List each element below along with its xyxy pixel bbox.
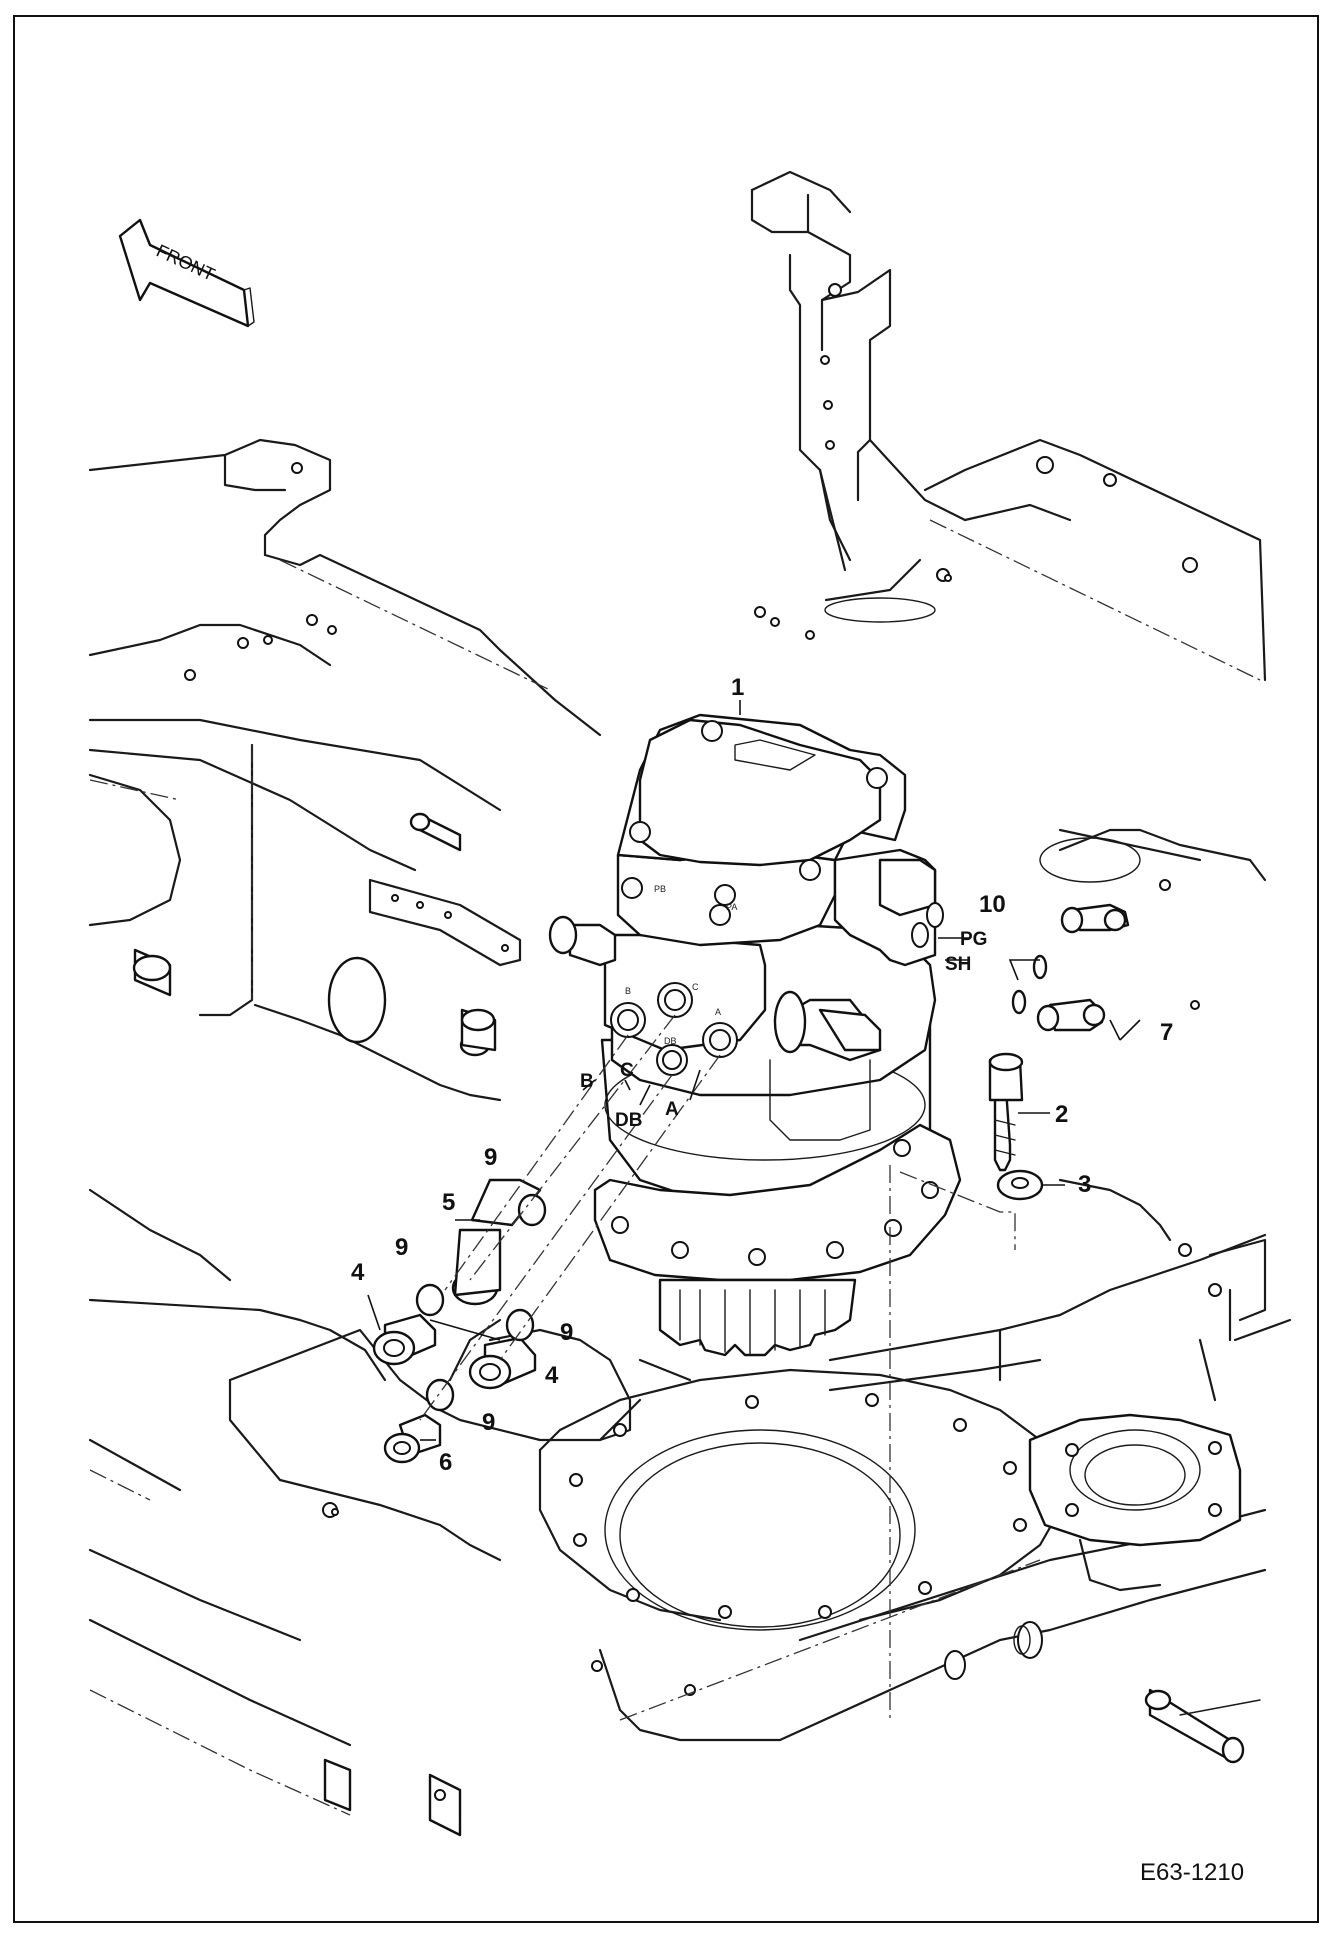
callout-numbers: 1 2 3 4 4 5 6 7 9 9 9 9 10	[351, 674, 1173, 1476]
connector-part-4-upper	[372, 1313, 437, 1366]
bolt-part-2	[988, 1052, 1024, 1172]
port-label-pg: PG	[960, 929, 987, 950]
port-label-a: A	[665, 1099, 679, 1120]
o-ring-part-10	[1011, 954, 1048, 1015]
callout-3: 3	[1078, 1171, 1091, 1198]
callout-6: 6	[439, 1449, 452, 1476]
fitting-part-7	[1036, 903, 1130, 1032]
washer-part-3	[996, 1169, 1044, 1201]
page-border	[13, 15, 1319, 1923]
callout-1: 1	[731, 674, 744, 701]
callout-2: 2	[1055, 1101, 1068, 1128]
motor-port-c: C	[657, 982, 699, 1018]
connector-part-4-lower	[468, 1336, 537, 1390]
motor-top-mark-pa: PA	[726, 902, 737, 912]
swing-motor-assembly: B C DB A PB PA	[548, 713, 1016, 1720]
motor-port-mark-db: DB	[664, 1036, 677, 1046]
port-label-db: DB	[615, 1110, 642, 1131]
callout-10: 10	[979, 891, 1006, 918]
adapter-part-5	[451, 1178, 542, 1306]
port-labels: B C DB A PG SH	[580, 929, 987, 1131]
front-direction-arrow: FRONT	[118, 218, 255, 328]
callout-7: 7	[1160, 1019, 1173, 1046]
callout-9-left: 9	[395, 1234, 408, 1261]
port-label-b: B	[580, 1071, 594, 1092]
callout-4-lower: 4	[545, 1362, 559, 1389]
port-label-c: C	[620, 1060, 634, 1081]
callout-9-right: 9	[560, 1319, 573, 1346]
callout-9-bottom: 9	[482, 1409, 495, 1436]
callout-4-upper: 4	[351, 1259, 365, 1286]
motor-port-b: B	[610, 986, 646, 1038]
motor-port-db: DB	[656, 1036, 688, 1076]
pinion-gear	[658, 1278, 857, 1357]
upper-frame-structure	[88, 170, 1267, 1102]
o-ring-part-9-set	[415, 1193, 547, 1412]
plug-part-6	[383, 1413, 442, 1464]
callout-5: 5	[442, 1189, 455, 1216]
motor-port-mark-b: B	[625, 986, 631, 996]
motor-port-mark-c: C	[692, 982, 699, 992]
figure-number: E63-1210	[1140, 1859, 1244, 1886]
lower-frame-structure	[88, 1178, 1292, 1837]
assembly-lines	[419, 1014, 721, 1421]
motor-port-a: A	[702, 1007, 738, 1058]
callout-9-top: 9	[484, 1144, 497, 1171]
motor-top-mark-pb: PB	[654, 884, 666, 894]
port-label-sh: SH	[945, 954, 971, 975]
motor-port-mark-a: A	[715, 1007, 721, 1017]
leader-lines	[367, 700, 1141, 1441]
